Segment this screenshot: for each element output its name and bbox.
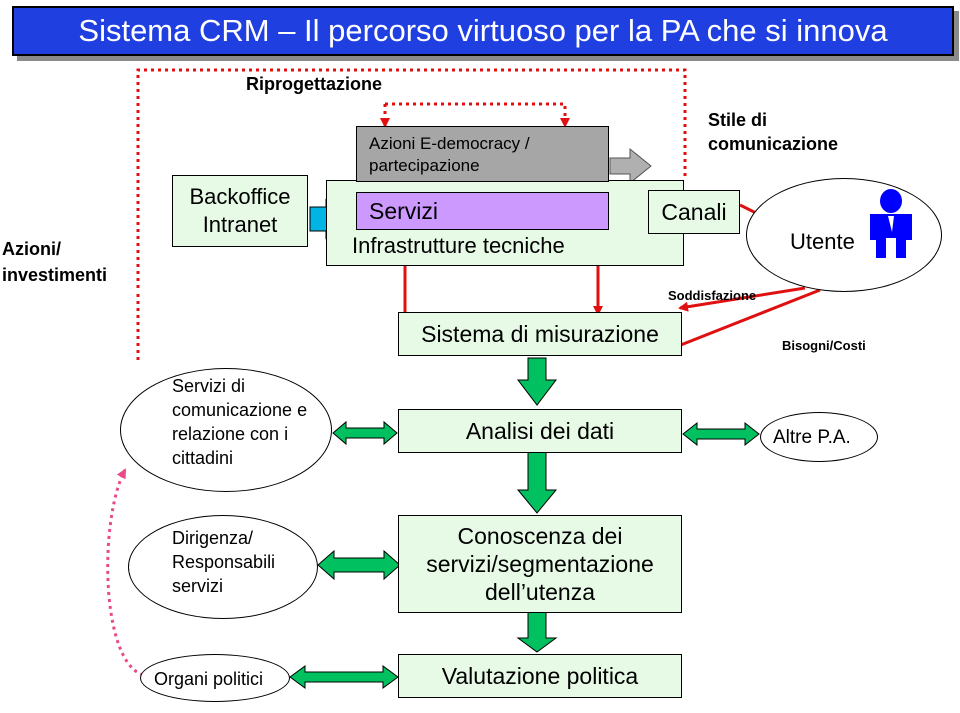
dirigenza-ellipse xyxy=(128,515,318,619)
e-democracy-text: Azioni E-democracy / partecipazione xyxy=(369,134,530,175)
backoffice-intranet-text: Backoffice Intranet xyxy=(189,184,291,237)
infrastrutture-text: Infrastrutture tecniche xyxy=(352,233,565,258)
riprogettazione-label: Riprogettazione xyxy=(246,74,383,94)
organi-politici-ellipse xyxy=(140,654,290,702)
servizi-comunicazione-ellipse xyxy=(120,368,332,492)
conoscenza-text: Conoscenza dei servizi/segmentazione del… xyxy=(426,523,654,605)
altre-pa-ellipse xyxy=(760,412,878,462)
canali-text: Canali xyxy=(661,198,727,225)
riprogettazione-loop xyxy=(136,68,687,360)
e-democracy-box: Azioni E-democracy / partecipazione xyxy=(356,126,609,182)
utente-text: Utente xyxy=(790,229,855,254)
bisogni-costi-label: Bisogni/Costi xyxy=(782,338,866,353)
sistema-misurazione-box: Sistema di misurazione xyxy=(398,312,682,356)
analisi-dati-box: Analisi dei dati xyxy=(398,409,682,453)
user-silhouette-icon xyxy=(870,189,912,258)
conoscenza-box: Conoscenza dei servizi/segmentazione del… xyxy=(398,515,682,613)
valutazione-politica-box: Valutazione politica xyxy=(398,654,682,698)
dirigenza-text: Dirigenza/ Responsabili servizi xyxy=(172,528,276,596)
valutazione-politica-text: Valutazione politica xyxy=(441,662,639,689)
servizi-box: Servizi xyxy=(356,192,609,230)
dotted-feedback-arrows xyxy=(380,102,570,128)
azioni-investimenti-label: Azioni/ investimenti xyxy=(2,239,108,285)
soddisfazione-label: Soddisfazione xyxy=(668,288,757,303)
servizi-text: Servizi xyxy=(369,198,439,224)
green-down-arrows xyxy=(516,357,558,653)
organi-politici-text: Organi politici xyxy=(154,669,264,689)
slide-title: Sistema CRM – Il percorso virtuoso per l… xyxy=(78,13,888,48)
altre-pa-text: Altre P.A. xyxy=(773,427,851,448)
sistema-misurazione-text: Sistema di misurazione xyxy=(421,320,659,347)
title-bar: Sistema CRM – Il percorso virtuoso per l… xyxy=(12,6,954,56)
servizi-comunicazione-text: Servizi di comunicazione e relazione con… xyxy=(172,376,308,468)
stile-comunicazione-label: Stile di comunicazione xyxy=(708,110,839,154)
canali-box: Canali xyxy=(648,190,740,234)
analisi-dati-text: Analisi dei dati xyxy=(465,417,615,444)
backoffice-intranet-box: Backoffice Intranet xyxy=(172,175,308,247)
